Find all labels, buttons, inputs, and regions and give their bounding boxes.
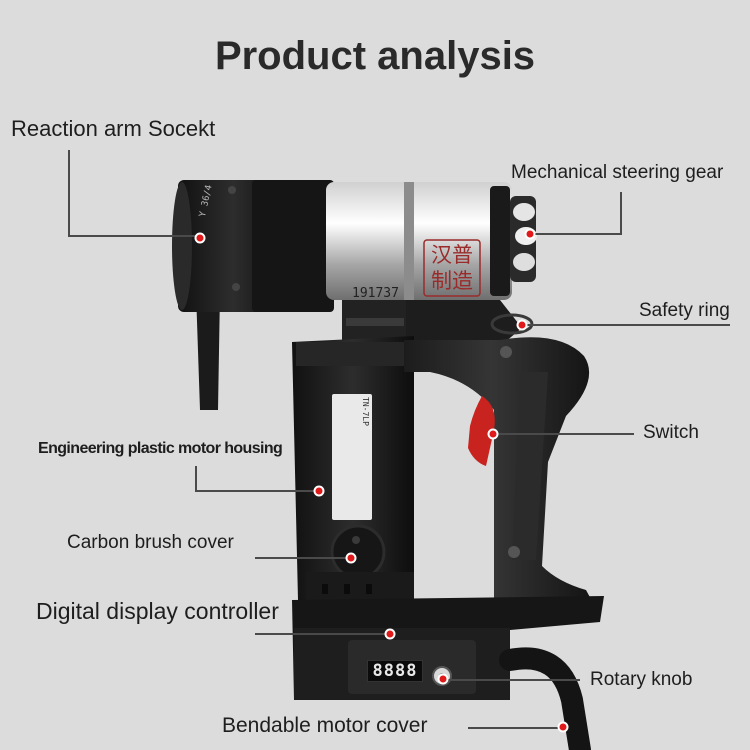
leader-reaction-arm-h [68, 235, 200, 237]
leader-steering-gear [620, 192, 622, 234]
leader-display-controller [255, 633, 389, 635]
leader-motor-housing [195, 466, 197, 492]
marker-dot-icon [384, 628, 396, 640]
stamp-line-1: 汉普 [431, 243, 473, 267]
marker-dot-icon [313, 485, 325, 497]
label-motor-cover: Bendable motor cover [222, 714, 428, 737]
gear-head [326, 182, 512, 300]
nameplate: TN-7LP [332, 394, 372, 520]
marker-dot-icon [516, 319, 528, 331]
led-readout: 8888 [367, 660, 423, 682]
stamp-line-2: 制造 [431, 269, 473, 293]
leader-safety-ring [522, 324, 730, 326]
leader-brush-cover [255, 557, 351, 559]
label-safety-ring: Safety ring [639, 300, 730, 321]
reaction-arm [196, 292, 220, 410]
leader-motor-cover [468, 727, 562, 729]
page-title: Product analysis [214, 34, 536, 78]
label-rotary-knob: Rotary knob [590, 669, 693, 690]
label-steering-gear: Mechanical steering gear [511, 162, 724, 183]
marker-dot-icon [194, 232, 206, 244]
leader-steering-gear-h [530, 233, 622, 235]
leader-reaction-arm [68, 150, 70, 236]
brush-cover-knob [330, 524, 386, 580]
serial-number: 191737 [352, 286, 399, 301]
marker-dot-icon [437, 673, 449, 685]
marker-dot-icon [524, 228, 536, 240]
brand-stamp: 汉普 制造 [426, 242, 478, 294]
marker-dot-icon [557, 721, 569, 733]
leader-switch [494, 433, 634, 435]
marker-dot-icon [487, 428, 499, 440]
label-reaction-arm: Reaction arm Socekt [11, 116, 216, 141]
pistol-grip [404, 337, 598, 612]
trigger-switch [468, 396, 495, 466]
marker-dot-icon [345, 552, 357, 564]
label-motor-housing: Engineering plastic motor housing [38, 440, 283, 457]
label-switch: Switch [643, 422, 699, 443]
label-brush-cover: Carbon brush cover [67, 532, 234, 553]
leader-rotary-knob [444, 679, 580, 681]
power-cable [499, 647, 591, 750]
leader-motor-housing-h [195, 490, 319, 492]
model-number: TN-7LP [361, 397, 370, 426]
label-display-controller: Digital display controller [36, 598, 279, 624]
